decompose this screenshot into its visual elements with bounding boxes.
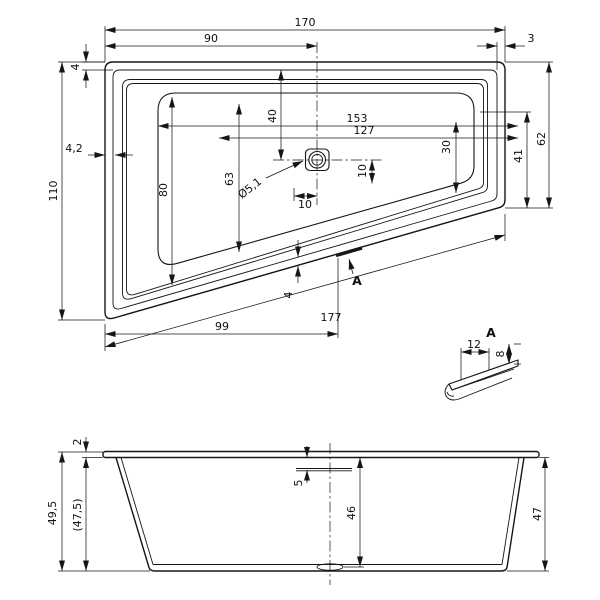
rim-section-profile <box>444 359 519 401</box>
dim-side-total-height: 49,5 <box>46 452 150 572</box>
tub-rim-line-3 <box>126 83 484 296</box>
tub-rim-line-2 <box>122 79 488 300</box>
dim-detail-width: 12 <box>460 338 490 380</box>
tub-outer-outline <box>104 61 506 320</box>
dim-8-label: 8 <box>494 351 507 358</box>
dim-width-to-drain: 90 <box>105 32 317 49</box>
dim-2-label: 2 <box>71 439 84 446</box>
dim-basin-depth: 46 <box>334 457 364 568</box>
dim-5-label: 5 <box>292 480 305 487</box>
dim-10-h-label: 10 <box>298 198 312 211</box>
detail-a-label: A <box>486 325 496 340</box>
side-rim <box>102 450 540 459</box>
dim-10-v-label: 10 <box>356 164 369 178</box>
dim-drain-offset-v: 10 <box>356 160 375 184</box>
dim-63-label: 63 <box>223 172 236 186</box>
dim-edge-length: 177 <box>104 214 506 348</box>
side-inner-wall-right <box>501 457 520 565</box>
dim-41-label: 41 <box>512 149 525 163</box>
dim-127-label: 127 <box>354 124 375 137</box>
dim-177-label: 177 <box>321 311 342 324</box>
dim-12-label: 12 <box>467 338 481 351</box>
dim-basin-length-2: 127 <box>219 124 518 141</box>
detail-view-a: A 12 8 <box>444 325 521 401</box>
dim-110-label: 110 <box>47 181 60 202</box>
side-view: 2 49,5 (47,5) 5 46 47 <box>46 437 549 585</box>
dim-40-label: 40 <box>266 109 279 123</box>
side-inner-wall-left <box>120 457 154 565</box>
tub-basin-outline <box>157 92 475 265</box>
dim-side-right-height: 47 <box>507 457 549 572</box>
dim-inner-right-height: 41 <box>480 111 531 208</box>
dim-153-label: 153 <box>347 112 368 125</box>
dim-46-label: 46 <box>345 506 358 520</box>
dim-47-5-label: (47,5) <box>71 498 84 531</box>
dim-rim-left: 4,2 <box>65 142 133 158</box>
dim-4-top-label: 4 <box>69 64 82 71</box>
dim-detail-height: 8 <box>494 343 521 365</box>
dim-basin-right-height: 30 <box>440 122 459 193</box>
dim-90-label: 90 <box>204 32 218 45</box>
dim-3-label: 3 <box>528 32 535 45</box>
dim-side-inner-height: (47,5) <box>71 457 89 571</box>
dim-99-label: 99 <box>215 320 229 333</box>
dim-170-label: 170 <box>295 16 316 29</box>
plan-view: 170 90 3 4 110 <box>47 16 553 351</box>
dim-62-label: 62 <box>535 132 548 146</box>
dim-47-label: 47 <box>531 507 544 521</box>
dim-49-5-label: 49,5 <box>46 501 59 526</box>
dim-total-height: 110 <box>47 61 105 321</box>
dim-right-height: 62 <box>505 61 553 209</box>
side-body-outline <box>115 457 525 572</box>
dim-basin-mid-height: 63 <box>223 104 242 252</box>
dim-drain-offset-h: 10 <box>293 188 318 211</box>
dim-drain-from-top: 40 <box>266 70 284 160</box>
dim-80-label: 80 <box>157 183 170 197</box>
tub-rim-line-1 <box>112 69 498 310</box>
dim-4-bottom-label: 4 <box>282 292 295 299</box>
dim-30-label: 30 <box>440 140 453 154</box>
dim-rim-right: 3 <box>477 32 535 70</box>
dim-overflow-offset: 5 <box>292 446 310 487</box>
dim-4-2-label: 4,2 <box>65 142 83 155</box>
